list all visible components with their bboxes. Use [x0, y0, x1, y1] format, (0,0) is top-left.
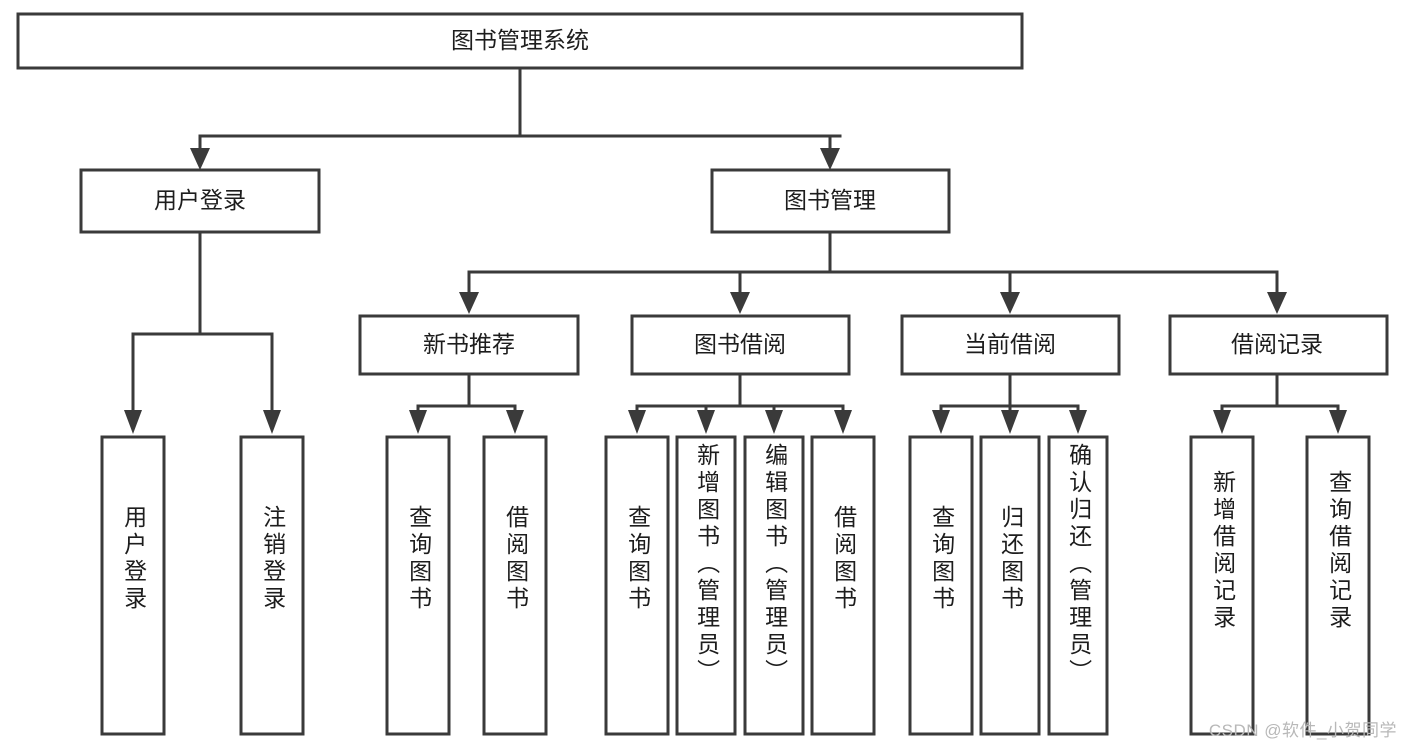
node-borrow-record[interactable]: 借阅记录 [1168, 314, 1389, 376]
node-book-manage-label: 图书管理 [784, 187, 876, 213]
arrow-head-icon [263, 410, 281, 434]
node-new-book-recommend-label: 新书推荐 [423, 331, 515, 357]
node-user-login-box[interactable] [79, 168, 321, 234]
leaf-boxes-group [100, 435, 1371, 736]
leaf-box-borrow-book-a[interactable] [482, 435, 548, 736]
arrow-head-icon [506, 410, 524, 434]
node-new-book-recommend[interactable]: 新书推荐 [358, 314, 580, 376]
connector-group-current-borrow [932, 372, 1087, 434]
connector-group-book-manage [459, 230, 1287, 314]
connector-group-user-login [124, 230, 281, 434]
arrow-head-icon [932, 410, 950, 434]
leaf-box-edit-book[interactable] [743, 435, 805, 736]
node-current-borrow-label: 当前借阅 [964, 331, 1056, 357]
node-root[interactable]: 图书管理系统 [16, 12, 1024, 70]
leaf-box-user-logout[interactable] [239, 435, 305, 736]
leaf-box-confirm-return[interactable] [1047, 435, 1109, 736]
arrow-head-icon [1000, 292, 1020, 314]
node-borrow-record-box[interactable] [1168, 314, 1389, 376]
leaf-box-query-record[interactable] [1305, 435, 1371, 736]
node-user-login-label: 用户登录 [154, 187, 246, 213]
connector-group-book-borrow [628, 372, 852, 434]
arrow-head-icon [409, 410, 427, 434]
arrow-head-icon [820, 148, 840, 170]
node-book-borrow[interactable]: 图书借阅 [630, 314, 851, 376]
node-current-borrow-box[interactable] [900, 314, 1121, 376]
node-book-manage[interactable]: 图书管理 [710, 168, 951, 234]
arrow-head-icon [697, 410, 715, 434]
node-book-borrow-label: 图书借阅 [694, 331, 786, 357]
leaf-box-query-book-a[interactable] [385, 435, 451, 736]
arrow-head-icon [190, 148, 210, 170]
arrow-head-icon [628, 410, 646, 434]
node-root-label: 图书管理系统 [451, 27, 589, 53]
arrow-head-icon [834, 410, 852, 434]
leaf-box-query-book-c[interactable] [908, 435, 974, 736]
arrow-head-icon [1069, 410, 1087, 434]
leaf-box-borrow-book-b[interactable] [810, 435, 876, 736]
node-root-box[interactable] [16, 12, 1024, 70]
leaf-box-add-record[interactable] [1189, 435, 1255, 736]
arrow-head-icon [765, 410, 783, 434]
leaf-box-user-login[interactable] [100, 435, 166, 736]
connector-group-new-book [409, 372, 524, 434]
leaf-box-return-book[interactable] [979, 435, 1041, 736]
node-book-manage-box[interactable] [710, 168, 951, 234]
connector-group-root [190, 66, 842, 170]
leaf-box-add-book[interactable] [675, 435, 737, 736]
csdn-watermark: CSDN @软件_小贺同学 [1208, 721, 1397, 740]
arrow-head-icon [124, 410, 142, 434]
arrow-head-icon [1267, 292, 1287, 314]
node-current-borrow[interactable]: 当前借阅 [900, 314, 1121, 376]
connector-group-borrow-record [1213, 372, 1347, 434]
arrow-head-icon [1329, 410, 1347, 434]
arrow-head-icon [1001, 410, 1019, 434]
arrow-head-icon [459, 292, 479, 314]
node-user-login[interactable]: 用户登录 [79, 168, 321, 234]
arrow-head-icon [730, 292, 750, 314]
node-new-book-recommend-box[interactable] [358, 314, 580, 376]
leaf-box-query-book-b[interactable] [604, 435, 670, 736]
arrow-head-icon [1213, 410, 1231, 434]
node-borrow-record-label: 借阅记录 [1231, 331, 1323, 357]
node-book-borrow-box[interactable] [630, 314, 851, 376]
